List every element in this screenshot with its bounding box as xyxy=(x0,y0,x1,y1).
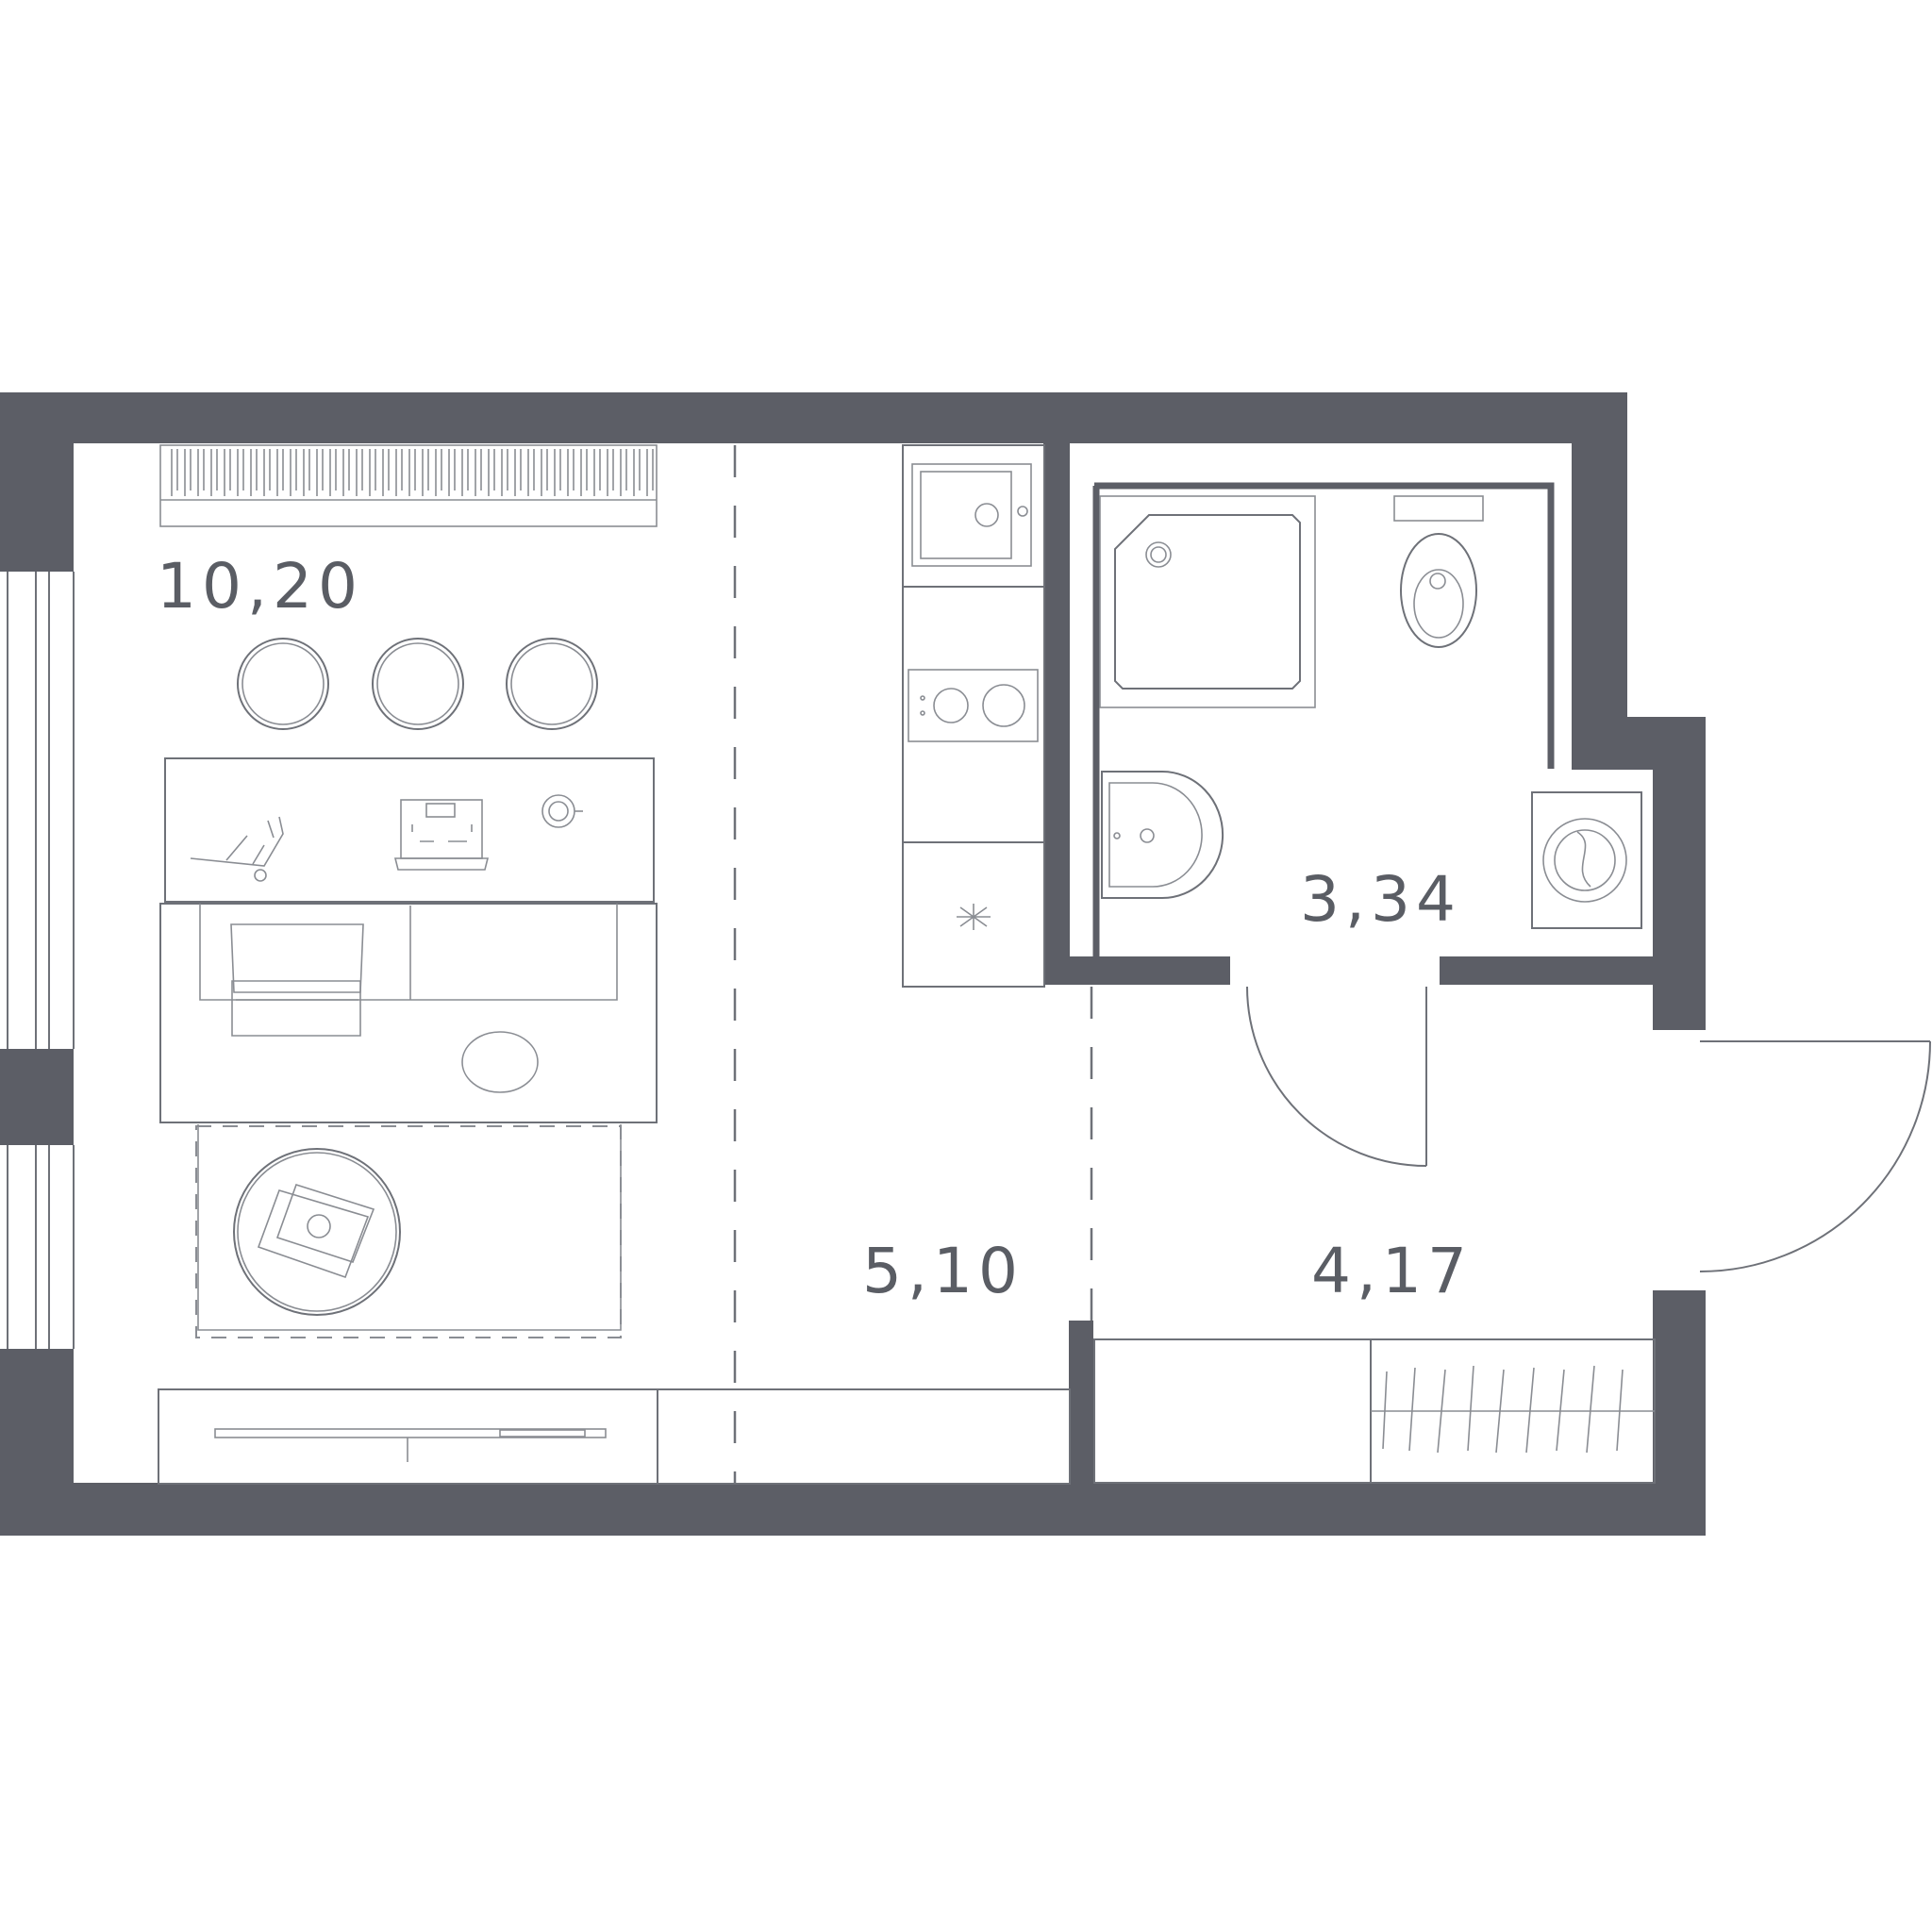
curtain-pleat xyxy=(607,449,614,496)
curtain-pleat xyxy=(224,449,231,496)
magazines-icon xyxy=(257,1184,375,1279)
curtain-pleat xyxy=(237,449,244,496)
curtain-pleat xyxy=(210,449,218,496)
wardrobe xyxy=(1093,1338,1656,1484)
curtain-pleat xyxy=(448,449,456,496)
bath-inner-border xyxy=(1094,482,1555,769)
curtain-pleat xyxy=(488,449,495,496)
bar-stool-inner xyxy=(510,642,593,725)
wall-left-top xyxy=(0,392,74,572)
wall-right-upper xyxy=(1572,392,1627,719)
wall-right-door-top xyxy=(1653,717,1706,1030)
cooktop-icon xyxy=(908,669,1039,742)
curtain-pleat xyxy=(646,449,654,496)
walls xyxy=(0,392,1706,1536)
curtain-pleat xyxy=(382,449,390,496)
curtain-pleat xyxy=(369,449,376,496)
curtain xyxy=(159,444,658,527)
curtain-pleat xyxy=(408,449,416,496)
bar-stool xyxy=(237,638,329,730)
curtain-pleat xyxy=(422,449,429,496)
curtain-pleat xyxy=(593,449,601,496)
curtain-pleat xyxy=(580,449,588,496)
fridge-icon xyxy=(957,904,991,930)
bar-stool xyxy=(372,638,464,730)
bar-stool-inner xyxy=(242,642,325,725)
curtain-pleat xyxy=(633,449,641,496)
laptop-icon xyxy=(393,799,490,871)
curtain-pleat xyxy=(395,449,403,496)
curtain-pleat xyxy=(527,449,535,496)
washbasin-icon xyxy=(1101,771,1224,899)
curtain-pleat xyxy=(171,449,178,496)
wall-right-door-bottom xyxy=(1653,1290,1706,1536)
wall-bath-left xyxy=(1043,443,1070,975)
desk xyxy=(164,757,655,903)
curtain-pleat xyxy=(263,449,271,496)
curtain-pleat xyxy=(197,449,205,496)
cup-icon xyxy=(541,794,583,828)
sink-icon xyxy=(911,463,1032,567)
wall-bath-bottom-right xyxy=(1440,956,1657,985)
curtain-pleat xyxy=(514,449,522,496)
curtain-pleat xyxy=(554,449,561,496)
window-left-upper xyxy=(7,572,75,1049)
tv-stand xyxy=(158,1388,1071,1485)
bathroom-door xyxy=(1246,986,1427,1167)
curtain-pleat xyxy=(435,449,442,496)
wall-top xyxy=(0,392,1627,443)
curtain-pleat xyxy=(461,449,469,496)
cat-icon xyxy=(461,1031,539,1093)
washing-machine-icon xyxy=(1531,791,1642,929)
coffee-table xyxy=(233,1148,401,1316)
wall-left-mid xyxy=(0,1049,74,1145)
shower-tray xyxy=(1099,495,1316,708)
curtain-pleat xyxy=(567,449,575,496)
curtain-pleat xyxy=(501,449,508,496)
room-area-living: 10,20 xyxy=(157,550,363,623)
curtain-pleat xyxy=(342,449,350,496)
wall-closet-left xyxy=(1069,1321,1093,1483)
curtain-pleat xyxy=(475,449,482,496)
curtain-pleat xyxy=(276,449,284,496)
coffee-table-inner xyxy=(237,1152,397,1312)
toilet-icon xyxy=(1393,495,1484,648)
wall-bottom xyxy=(0,1483,1706,1536)
room-area-hallway: 4,17 xyxy=(1311,1235,1473,1307)
curtain-pleat xyxy=(290,449,297,496)
pillow xyxy=(231,980,361,1037)
plant-branch-icon xyxy=(190,816,284,882)
curtain-pleat xyxy=(356,449,363,496)
curtain-pleat xyxy=(316,449,324,496)
bar-stool xyxy=(506,638,598,730)
curtain-pleat xyxy=(184,449,192,496)
curtain-pleat xyxy=(303,449,310,496)
bar-stool-inner xyxy=(376,642,459,725)
room-area-kitchen: 5,10 xyxy=(862,1235,1024,1307)
entrance-door xyxy=(1699,1040,1931,1272)
curtain-pleat xyxy=(329,449,337,496)
sofa xyxy=(159,903,658,1331)
curtain-pleat xyxy=(620,449,627,496)
kitchen-counter xyxy=(902,444,1045,988)
wall-bath-bottom-left xyxy=(1043,956,1230,985)
curtain-pleat xyxy=(250,449,258,496)
window-left-lower xyxy=(7,1145,75,1349)
rug xyxy=(195,1125,622,1338)
room-area-bathroom: 3,34 xyxy=(1300,863,1461,936)
curtain-pleat xyxy=(541,449,548,496)
